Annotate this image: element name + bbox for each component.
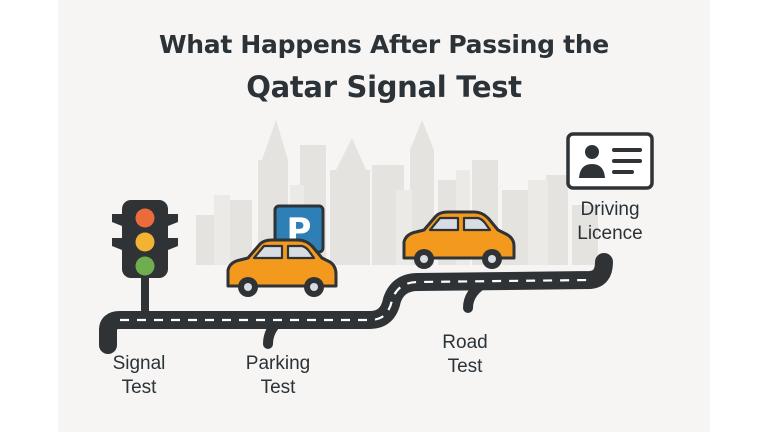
step-label-line: Licence — [577, 223, 643, 244]
step-label-parking-test: Parking Test — [230, 352, 326, 400]
title-line-1: What Happens After Passing the — [159, 30, 609, 59]
step-label-line: Driving — [580, 199, 640, 220]
step-label-driving-licence: Driving Licence — [560, 198, 660, 246]
step-label-line: Test — [447, 356, 483, 377]
green-light — [135, 256, 155, 276]
step-label-line: Road — [442, 332, 488, 353]
step-label-road-test: Road Test — [422, 331, 508, 379]
red-light — [135, 208, 155, 228]
step-label-signal-test: Signal Test — [96, 352, 182, 400]
yellow-light — [135, 232, 155, 252]
step-label-line: Test — [260, 377, 296, 398]
title-line-2: Qatar Signal Test — [246, 70, 522, 104]
step-label-line: Test — [121, 377, 157, 398]
step-label-line: Signal — [112, 353, 166, 374]
step-label-line: Parking — [245, 353, 311, 374]
